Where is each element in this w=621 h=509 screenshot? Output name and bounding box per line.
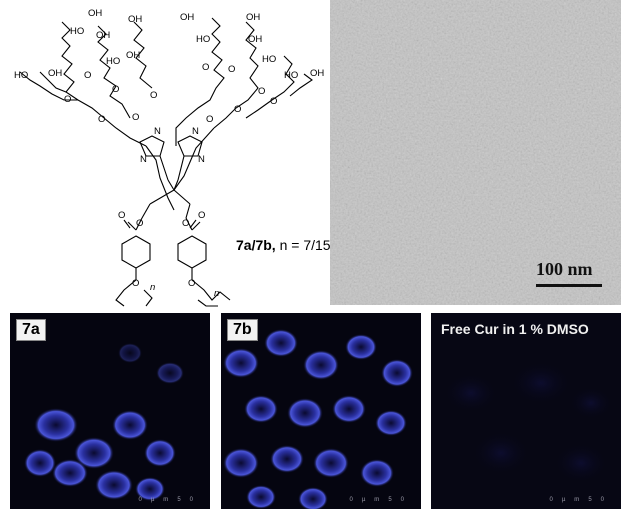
ether-oxygen-label: O (98, 114, 105, 125)
triazole-nitrogen-label: N (140, 154, 147, 165)
ether-oxygen-label: O (228, 64, 235, 75)
stained-cells-image (221, 313, 421, 509)
compound-label: 7a/7b, n = 7/15 (236, 237, 330, 253)
dendron-structure-drawing: OH HO OH OH HO OH HO OH OH HO OH OH HO H… (14, 8, 324, 307)
panel-label-free-cur: Free Cur in 1 % DMSO (441, 321, 589, 337)
ether-oxygen-label: O (112, 84, 119, 95)
oh-label: OH (310, 68, 324, 79)
carbonyl-oxygen-label: O (198, 210, 205, 221)
ho-label: HO (196, 34, 210, 45)
oh-label: OH (88, 8, 102, 19)
chain-length-note: n = 7/15 (275, 237, 330, 253)
carbonyl-oxygen-label: O (118, 210, 125, 221)
ho-label: HO (106, 56, 120, 67)
ester-oxygen-label: O (182, 218, 189, 229)
oh-label: OH (96, 30, 110, 41)
micrometer-scale: 0µm50 (549, 497, 613, 503)
fluorescence-panel-free-cur: Free Cur in 1 % DMSO 0µm50 (431, 313, 621, 509)
ho-label: HO (70, 26, 84, 37)
ether-oxygen-label: O (270, 96, 277, 107)
compound-id: 7a/7b, (236, 237, 276, 253)
ether-oxygen-label: O (206, 114, 213, 125)
ether-oxygen-label: O (64, 94, 71, 105)
ether-oxygen-label: O (84, 70, 91, 81)
ho-label: HO (262, 54, 276, 65)
ester-oxygen-label: O (136, 218, 143, 229)
oh-label: OH (48, 68, 62, 79)
tem-micrograph (330, 0, 621, 305)
scale-bar (536, 284, 602, 287)
oh-label: OH (128, 14, 142, 25)
nanoparticle-texture (330, 0, 621, 305)
ether-oxygen-label: O (150, 90, 157, 101)
phenol-ether-oxygen-label: O (188, 278, 195, 289)
fluorescence-panel-7a: 7a 0µm50 (10, 313, 210, 509)
repeat-index-label: n (150, 282, 155, 293)
stained-cells-image (431, 313, 621, 509)
ether-oxygen-label: O (202, 62, 209, 73)
chemical-structure-panel: OH HO OH OH HO OH HO OH OH HO OH OH HO H… (0, 0, 330, 308)
triazole-nitrogen-label: N (154, 126, 161, 137)
triazole-nitrogen-label: N (192, 126, 199, 137)
triazole-nitrogen-label: N (198, 154, 205, 165)
oh-label: OH (180, 12, 194, 23)
phenol-ether-oxygen-label: O (132, 278, 139, 289)
ether-oxygen-label: O (258, 86, 265, 97)
micrometer-scale: 0µm50 (138, 497, 202, 503)
ether-oxygen-label: O (234, 104, 241, 115)
repeat-index-label: n (214, 288, 219, 299)
ho-label: HO (14, 70, 28, 81)
panel-label-7a: 7a (16, 319, 46, 341)
scale-bar-label: 100 nm (536, 259, 593, 279)
ho-label: HO (284, 70, 298, 81)
oh-label: OH (126, 50, 140, 61)
panel-label-7b: 7b (227, 319, 258, 341)
fluorescence-panel-7b: 7b 0µm50 (221, 313, 421, 509)
oh-label: OH (248, 34, 262, 45)
micrometer-scale: 0µm50 (349, 497, 413, 503)
oh-label: OH (246, 12, 260, 23)
stained-cells-image (10, 313, 210, 509)
ether-oxygen-label: O (132, 112, 139, 123)
